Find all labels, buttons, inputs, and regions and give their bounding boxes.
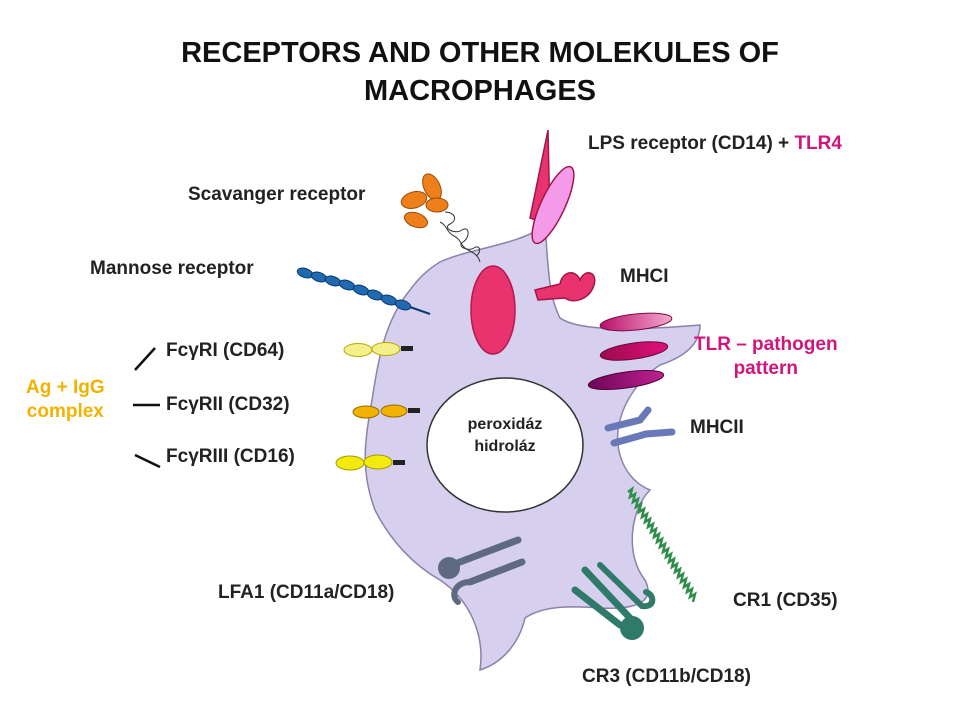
vacuole [470,265,516,355]
fcgri-receptor-icon [343,342,413,357]
tlr-pattern-icon [587,312,673,391]
cr3-label: CR3 (CD11b/CD18) [582,666,751,687]
scavenger-receptor-label: Scavanger receptor [188,184,366,205]
mhci-label: MHCI [620,266,669,287]
lfa1-label: LFA1 (CD11a/CD18) [218,582,395,603]
diagram-title: RECEPTORS AND OTHER MOLEKULES OF MACROPH… [0,34,960,110]
tlr4-label: TLR4 [794,133,842,154]
tlr-pathogen-pattern-label: TLR – pathogen pattern [694,334,838,379]
lfa1-receptor-icon [438,536,526,605]
cr3-receptor-icon [571,562,656,640]
title-line-2: MACROPHAGES [363,75,596,107]
cr1-receptor-icon [627,485,697,603]
nucleus-label: peroxidáz hidroláz [467,416,543,455]
title-line-1: RECEPTORS AND OTHER MOLEKULES OF [181,37,779,69]
fcgrii-receptor-icon [352,404,420,419]
mhci-icon [534,272,596,302]
ag-igg-complex-label: Ag + IgG complex [26,377,105,422]
cr1-label: CR1 (CD35) [733,590,838,611]
fcgriii-label: FcγRIII (CD16) [166,446,295,467]
fcgri-label: FcγRI (CD64) [166,340,285,361]
mhcii-icon [604,406,676,447]
fcgrii-label: FcγRII (CD32) [166,394,290,415]
nucleus [426,377,584,513]
lps-receptor-icon [529,129,575,245]
scavenger-receptor-icon [400,173,481,263]
fcgriii-receptor-icon [335,454,405,471]
lps-receptor-label: LPS receptor (CD14) + TLR4 [588,133,842,154]
mannose-receptor-icon [296,267,431,315]
ag-complex-bracket [133,347,161,469]
mhcii-label: MHCII [690,417,744,438]
mannose-receptor-label: Mannose receptor [90,258,254,279]
